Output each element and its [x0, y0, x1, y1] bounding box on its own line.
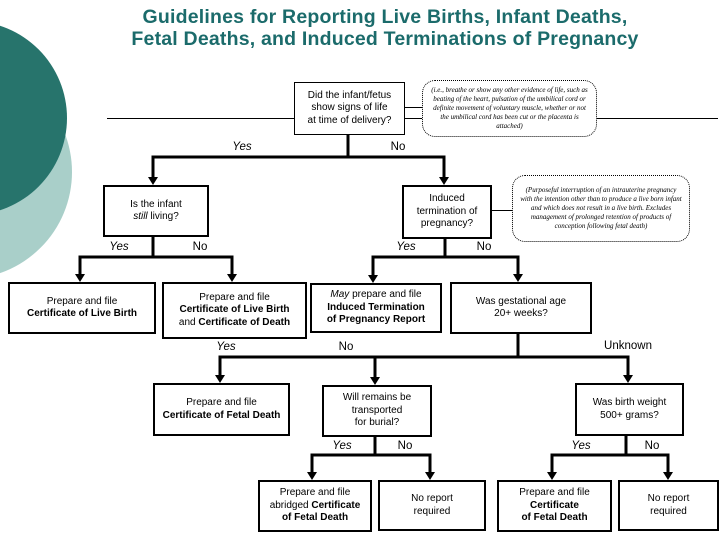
decision-line: for burial?: [354, 417, 400, 429]
decision-signs-of-life: Did the infant/fetus show signs of life …: [294, 82, 405, 135]
action-line: Prepare and file: [279, 487, 351, 499]
action-line-italic: May: [330, 289, 350, 301]
action-file-abridged-fetal-death-certificate: Prepare and file abridged Certificate of…: [258, 480, 372, 532]
slide-title: Guidelines for Reporting Live Births, In…: [55, 6, 715, 50]
decision-line: pregnancy?: [420, 218, 474, 230]
action-line: of Pregnancy Report: [327, 314, 425, 327]
slide-title-line1: Guidelines for Reporting Live Births, In…: [142, 6, 628, 28]
decision-line: Was birth weight: [592, 397, 667, 408]
action-line: Induced Termination: [327, 302, 425, 315]
action-line: Certificate: [530, 500, 579, 513]
action-line: of Fetal Death: [521, 512, 587, 525]
decision-line: at time of delivery?: [307, 114, 392, 126]
branch-label-yes: Yes: [109, 241, 129, 253]
decision-line: show signs of life: [311, 102, 388, 114]
action-file-live-birth-certificate: Prepare and file Certificate of Live Bir…: [8, 282, 156, 334]
action-line-bold: of Fetal Death: [521, 512, 588, 524]
branch-label-yes: Yes: [232, 141, 252, 153]
branch-label-yes: Yes: [216, 341, 236, 353]
decision-line-rest: living?: [147, 211, 179, 222]
action-line: Prepare and file: [519, 487, 590, 499]
action-line-bold: Certificate of Fetal Death: [162, 409, 281, 421]
branch-label-no: No: [192, 241, 208, 253]
action-line: Prepare and file: [46, 295, 118, 307]
action-line: Prepare and file: [186, 397, 257, 408]
action-line: of Fetal Death: [282, 512, 348, 525]
decision-line: termination of: [416, 205, 478, 217]
decision-line-italic: still: [133, 211, 148, 222]
action-line: Certificate of Fetal Death: [163, 410, 281, 423]
action-line-bold: Certificate of Live Birth: [179, 304, 290, 316]
decision-infant-still-living: Is the infant still living?: [103, 185, 209, 237]
decision-line: Did the infant/fetus: [307, 89, 392, 101]
decision-birth-weight: Was birth weight 500+ grams?: [575, 383, 684, 436]
branch-label-no: No: [476, 241, 492, 253]
decision-line: 500+ grams?: [600, 409, 659, 421]
branch-label-no: No: [390, 141, 406, 153]
action-file-fetal-death-certificate: Prepare and file Certificate of Fetal De…: [153, 383, 290, 436]
action-file-live-birth-and-death-certificates: Prepare and file Certificate of Live Bir…: [162, 282, 307, 339]
action-line-bold: Induced Termination: [327, 301, 425, 313]
action-line: May prepare and file: [330, 289, 421, 302]
branch-label-no: No: [338, 341, 354, 353]
note-text: (i.e., breathe or show any other evidenc…: [431, 86, 588, 130]
note-signs-of-life-definition: (i.e., breathe or show any other evidenc…: [422, 80, 597, 137]
action-line: No report: [647, 493, 690, 504]
action-line: and Certificate of Death: [179, 317, 290, 330]
action-line-rest: and: [178, 316, 199, 328]
decision-line: Is the infant: [130, 198, 182, 210]
branch-label-unknown: Unknown: [604, 340, 652, 352]
action-line: Certificate of Live Birth: [179, 304, 289, 317]
action-line: Prepare and file: [199, 291, 270, 303]
action-line-rest: prepare and file: [349, 289, 422, 301]
decision-line: Will remains be: [342, 392, 412, 404]
action-line: Certificate of Live Birth: [27, 308, 137, 321]
action-no-report-required-right: No report required: [618, 480, 719, 531]
branch-label-no: No: [644, 440, 660, 452]
decision-line: Was gestational age: [475, 295, 567, 307]
branch-label-yes: Yes: [396, 241, 416, 253]
action-line-bold: Certificate: [311, 499, 361, 511]
action-line-bold: Certificate of Death: [198, 316, 291, 328]
decision-line: still living?: [133, 211, 179, 224]
action-line-bold: Certificate of Live Birth: [26, 308, 138, 319]
action-no-report-required-left: No report required: [378, 480, 486, 531]
action-line-bold: of Pregnancy Report: [326, 314, 426, 326]
note-induced-termination-definition: (Purposeful interruption of an intrauter…: [512, 175, 690, 242]
decision-gestational-age: Was gestational age 20+ weeks?: [450, 282, 592, 334]
action-line-rest: abridged: [269, 499, 312, 511]
branch-label-no: No: [397, 440, 413, 452]
action-line-bold: Certificate: [530, 499, 579, 511]
action-file-fetal-death-certificate-2: Prepare and file Certificate of Fetal De…: [497, 480, 612, 532]
decision-induced-termination: Induced termination of pregnancy?: [402, 185, 492, 239]
action-line-bold: of Fetal Death: [281, 512, 349, 524]
decision-line: Induced: [429, 193, 465, 205]
branch-label-yes: Yes: [571, 440, 591, 452]
action-line: required: [413, 505, 451, 517]
action-line: abridged Certificate: [270, 500, 361, 513]
action-line: No report: [411, 493, 453, 504]
action-line: required: [650, 505, 687, 517]
decision-line: transported: [351, 404, 403, 416]
branch-label-yes: Yes: [332, 440, 352, 452]
decision-remains-transported: Will remains be transported for burial?: [322, 385, 432, 437]
note-text: (Purposeful interruption of an intrauter…: [520, 186, 682, 230]
decision-line: 20+ weeks?: [494, 308, 548, 319]
action-file-induced-termination-report: May prepare and file Induced Termination…: [310, 283, 442, 333]
slide-title-line2: Fetal Deaths, and Induced Terminations o…: [131, 28, 639, 50]
